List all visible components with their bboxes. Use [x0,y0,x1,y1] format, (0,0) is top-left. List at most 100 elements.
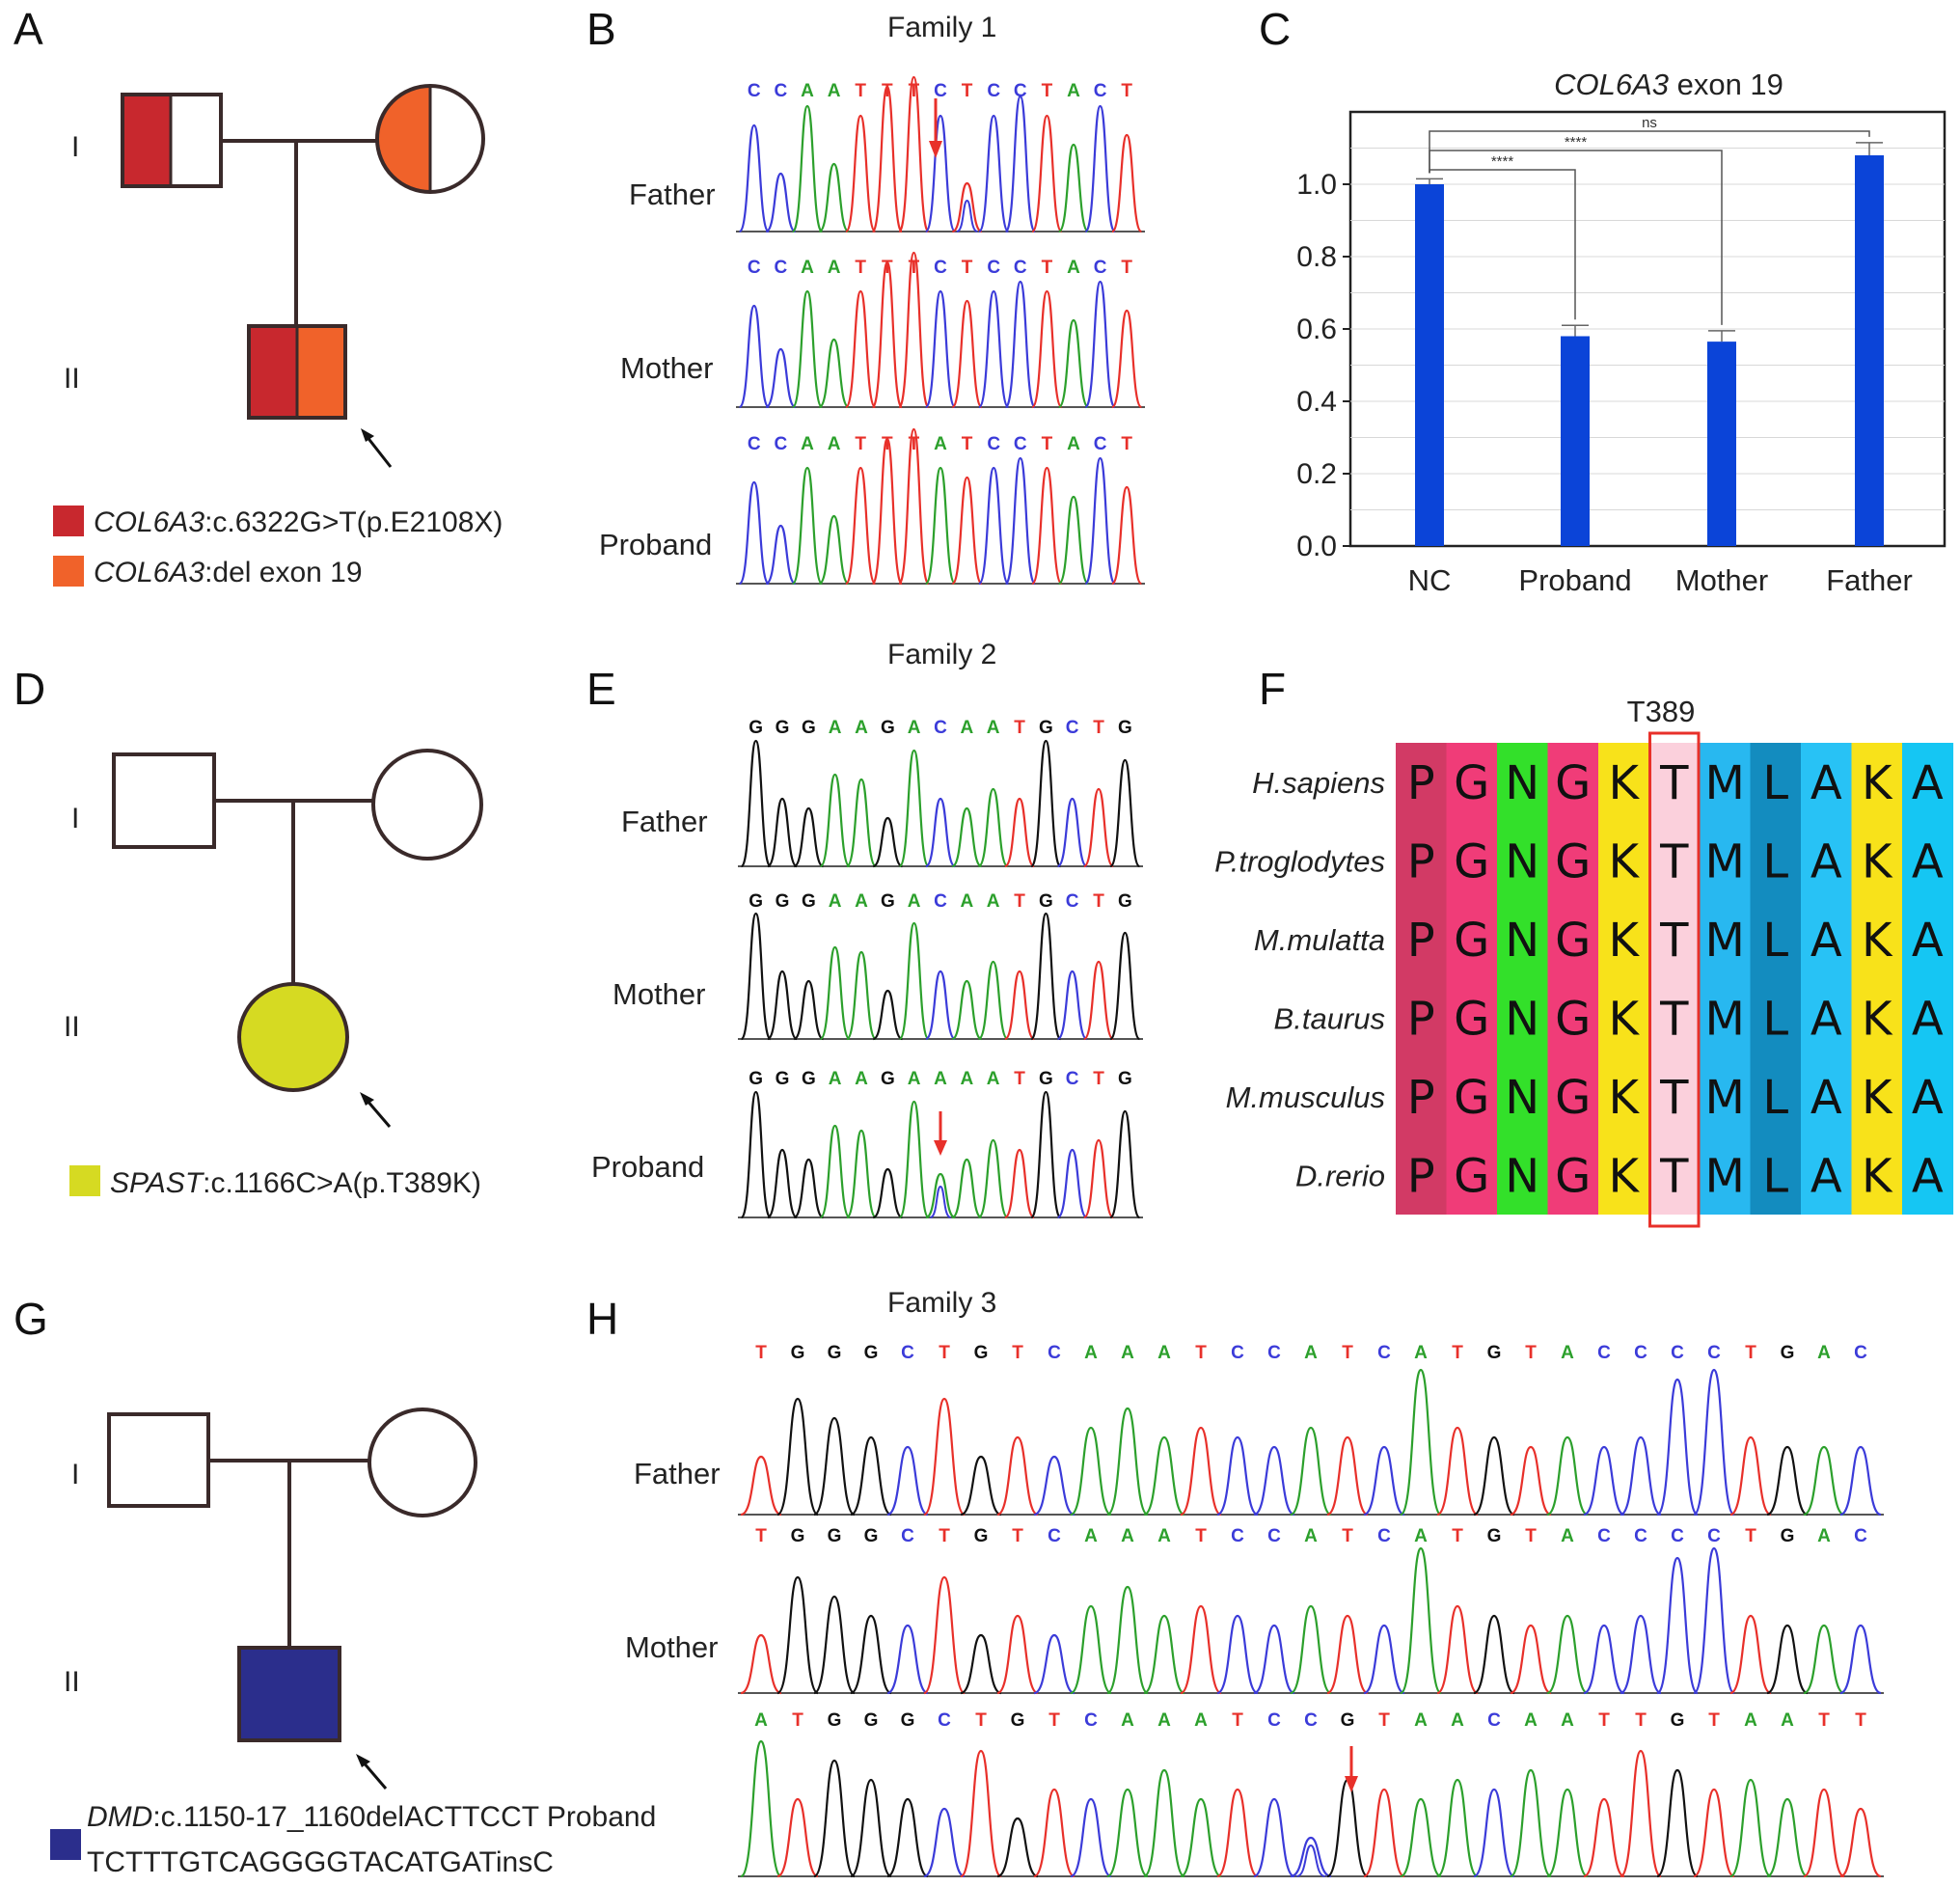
base-call: T [1121,434,1132,454]
trace-peak [1620,1435,1662,1517]
base-call: T [909,81,920,101]
trace-peak [996,1435,1039,1517]
base-call: C [1597,1526,1611,1546]
base-call: T [1635,1710,1647,1731]
base-call: A [934,434,947,454]
base-call: G [1487,1343,1502,1363]
base-call: G [1487,1526,1502,1546]
trace-peak [1729,1778,1772,1878]
residue: P [1407,1149,1435,1203]
trace-peak [1070,1426,1112,1517]
residue: A [1810,914,1842,968]
trace-peak [1546,1788,1589,1878]
base-call: C [1231,1526,1244,1546]
base-call: A [1451,1710,1464,1731]
trace-peak [1004,970,1035,1041]
x-category-label: Mother [1675,563,1768,597]
trace-peak [776,1797,819,1878]
trace-peak [1143,1614,1185,1695]
panel-letter-c: C [1259,4,1291,54]
trace-peak [1110,309,1143,409]
trace-peak [1004,797,1035,868]
legend-entry-spast: SPAST:c.1166C>A(p.T389K) [110,1167,481,1199]
trace-peak [977,1138,1009,1219]
base-call: C [1066,1069,1079,1089]
base-call: T [1012,1343,1023,1363]
base-call: A [828,434,841,454]
trace-peak [1253,1797,1295,1878]
pedigree-family-1: I II [64,84,485,468]
trace-peak [1216,1614,1259,1695]
base-call: G [776,718,790,738]
trace-peak [1084,104,1116,233]
residue: M [1705,834,1745,888]
trace-peak [818,514,850,586]
base-call: A [908,718,921,738]
base-call: G [1011,1710,1025,1731]
base-call: T [882,81,893,101]
trace-peak [871,437,904,586]
base-call: T [755,1526,767,1546]
trace-peak [738,480,771,586]
trace-peak [1473,1614,1515,1695]
trace-peak [776,1397,819,1517]
base-call: C [1014,434,1027,454]
proband-arrow-icon-2 [360,1092,392,1128]
base-call: T [909,434,920,454]
trace-peak [1216,1435,1259,1517]
residue: A [1810,756,1842,810]
base-call: G [802,1069,816,1089]
base-call: A [1157,1343,1171,1363]
trace-peak [1056,797,1088,868]
base-call: A [828,81,841,101]
trace-peak [924,289,957,409]
trace-peak [977,466,1010,586]
legend-entry-dmd-line1: DMD:c.1150-17_1160delACTTCCT Proband [87,1801,656,1833]
trace-peak [1030,912,1062,1041]
residue: P [1407,1071,1435,1125]
residue: N [1505,992,1539,1046]
residue: G [1454,1149,1489,1203]
residue: K [1609,1149,1641,1203]
trace-peak [1400,1546,1442,1695]
base-call: A [754,1710,768,1731]
trace-label-f1-proband: Proband [599,528,712,561]
base-call: G [901,1710,915,1731]
trace-peak [925,1172,956,1219]
trace-peak [845,1129,878,1219]
trace-peak [818,338,850,409]
trace-peak [1106,1585,1149,1695]
x-category-label: Father [1826,563,1913,597]
trace-peak [951,299,983,409]
base-call: A [960,891,973,912]
residue: G [1555,1149,1591,1203]
trace-peak [1326,1614,1369,1695]
residue: L [1762,756,1788,810]
species-label: H.sapiens [1252,766,1385,800]
base-call: A [987,718,1000,738]
trace-peak [1180,1797,1222,1878]
base-call: A [855,891,868,912]
panel-letter-e: E [586,664,616,714]
trace-peak [886,1624,929,1695]
base-call: C [775,434,788,454]
legend-entry-2: COL6A3:del exon 19 [94,557,363,588]
base-call: A [1157,1710,1171,1731]
base-call: T [1121,81,1132,101]
trace-peak [844,114,877,233]
base-call: C [987,81,1000,101]
secondary-peak [1296,1844,1325,1877]
base-call: C [775,81,788,101]
trace-peak [1583,1445,1625,1517]
residue: A [1912,914,1944,968]
base-call: C [1707,1526,1721,1546]
base-call: C [1014,81,1027,101]
base-call: T [1014,1069,1025,1089]
trace-peak [1620,1614,1662,1695]
significance-label: **** [1491,153,1514,170]
base-call: T [975,1710,987,1731]
trace-peak [924,114,957,233]
base-call: A [1121,1343,1134,1363]
trace-label-f1-father: Father [629,178,716,211]
residue: N [1505,834,1539,888]
